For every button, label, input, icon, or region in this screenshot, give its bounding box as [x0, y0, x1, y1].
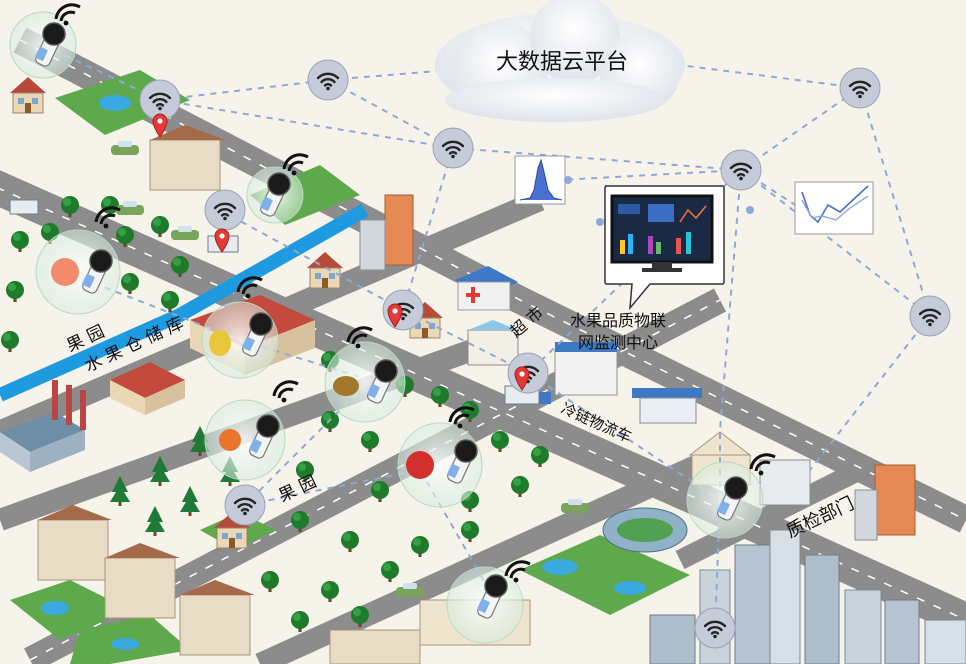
detector-bubble	[446, 560, 532, 644]
cloud-platform-title: 大数据云平台	[496, 50, 628, 75]
monitor-dashboard-icon	[604, 185, 725, 311]
network-junction-dots	[564, 176, 754, 226]
hospital-building	[455, 266, 518, 311]
detector-bubble-kiwi	[324, 326, 406, 423]
detector-bubble-orange	[204, 380, 300, 481]
factory-building	[0, 380, 86, 472]
location-pin-icon	[152, 113, 168, 138]
supermarket-building	[467, 320, 519, 366]
histogram-chart-icon	[514, 155, 566, 205]
detector-bubbles	[9, 3, 777, 644]
office-building	[759, 459, 916, 541]
network-links	[42, 44, 932, 629]
detector-bubble-pear	[201, 276, 279, 379]
gas-station	[632, 388, 702, 424]
cloud-platform: 大数据云平台	[435, 0, 685, 122]
detector-bubble-apple	[397, 406, 483, 508]
monitor-center-label-line2: 网监测中心	[578, 333, 658, 352]
detector-bubble	[686, 453, 777, 539]
stadium	[602, 507, 688, 553]
apartment-block-top	[149, 125, 225, 191]
storehouse-building	[110, 362, 185, 415]
wifi-icon	[308, 60, 348, 100]
wifi-icon	[225, 485, 265, 525]
detector-bubble	[246, 153, 310, 224]
lab-building	[554, 342, 618, 396]
wifi-icon	[695, 608, 735, 648]
detector-bubble	[9, 3, 82, 79]
line-chart-icon	[794, 181, 874, 235]
wifi-icon	[840, 68, 880, 108]
wifi-icon	[205, 190, 245, 230]
detector-bubble-peach	[35, 206, 122, 315]
wifi-icon	[910, 296, 950, 336]
river	[0, 203, 369, 402]
van-icon	[9, 199, 39, 215]
monitor-center-label-line1: 水果品质物联	[570, 311, 666, 330]
wifi-icon	[721, 150, 761, 190]
highrise-tower	[359, 194, 414, 271]
wifi-icon	[433, 128, 473, 168]
